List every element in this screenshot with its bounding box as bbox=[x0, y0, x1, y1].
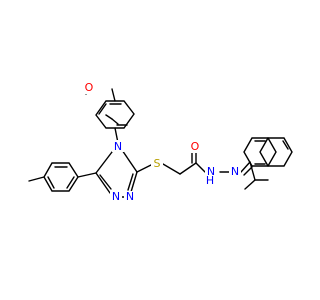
label-bg bbox=[110, 191, 122, 203]
bond bbox=[121, 149, 138, 173]
ring-naphthalene-a bbox=[243, 137, 277, 167]
bond bbox=[95, 151, 113, 174]
ring-naphthalene-b bbox=[259, 137, 293, 167]
triazole-n2-label: N bbox=[126, 190, 134, 203]
bond bbox=[282, 140, 289, 150]
bond bbox=[111, 118, 119, 125]
label-bg bbox=[112, 140, 124, 152]
imine-n-label: N bbox=[231, 165, 239, 178]
bond bbox=[179, 162, 197, 175]
bond bbox=[244, 179, 256, 190]
bond bbox=[28, 176, 45, 182]
bond bbox=[105, 114, 113, 120]
bond bbox=[195, 162, 206, 173]
label-bg bbox=[189, 141, 201, 153]
carbonyl-oxygen-label: O bbox=[191, 140, 200, 153]
sulfur-label: S bbox=[154, 157, 161, 170]
label-bg bbox=[124, 191, 136, 203]
label-bg bbox=[151, 158, 163, 170]
hydrazide-n-label: N bbox=[207, 165, 215, 178]
bond bbox=[66, 176, 75, 189]
structure-svg: O N N N S O N H N bbox=[28, 81, 293, 203]
bond bbox=[127, 173, 134, 191]
bond bbox=[111, 88, 116, 102]
bond bbox=[47, 176, 55, 189]
label-bg bbox=[205, 166, 219, 178]
bond bbox=[243, 166, 253, 176]
triazole-n4-label: N bbox=[114, 140, 122, 153]
bond bbox=[95, 172, 111, 194]
atom-labels: O N N N S O N H N bbox=[84, 81, 241, 203]
molecule-diagram: O N N N S O N H N bbox=[28, 81, 293, 203]
bond bbox=[136, 164, 152, 173]
label-bg bbox=[84, 82, 94, 94]
bond bbox=[99, 174, 112, 190]
bonds bbox=[28, 86, 293, 198]
bond bbox=[162, 163, 181, 175]
bond bbox=[77, 172, 97, 178]
bond bbox=[130, 171, 138, 193]
bond bbox=[98, 103, 107, 115]
methoxy-oxygen-label: O bbox=[85, 81, 94, 94]
label-bg bbox=[204, 176, 216, 188]
ring-methoxyphenyl bbox=[95, 100, 135, 129]
bond bbox=[240, 161, 251, 173]
triazole-n1-label: N bbox=[112, 190, 120, 203]
hydrazide-h-label: H bbox=[206, 174, 214, 187]
label-bg bbox=[229, 166, 241, 178]
